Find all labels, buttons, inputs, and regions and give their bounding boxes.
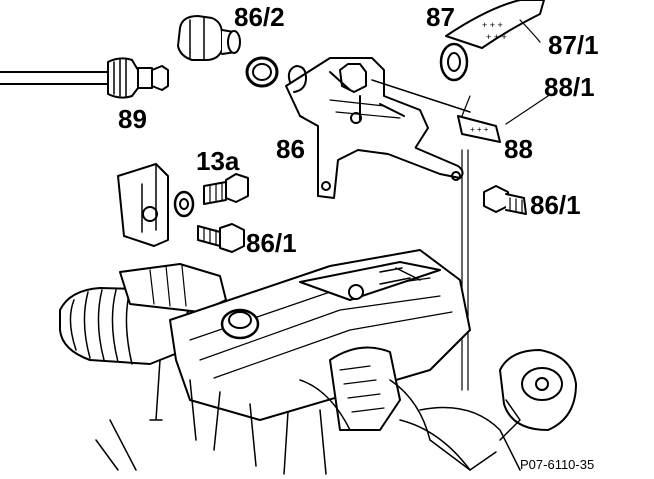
- svg-text:+ + +: + + +: [470, 125, 489, 134]
- throttle-cable-icon: [0, 57, 169, 99]
- mounting-bracket-icon: [285, 57, 471, 199]
- callout-88: 88: [504, 134, 533, 164]
- bolt-icon: [197, 223, 245, 253]
- callout-86: 86: [276, 134, 305, 164]
- callout-86-2: 86/2: [234, 2, 285, 32]
- callout-88-1: 88/1: [544, 72, 595, 102]
- callout-89: 89: [118, 104, 147, 134]
- callout-87: 87: [426, 2, 455, 32]
- cable-clip-icon: + + + + + +: [439, 0, 545, 82]
- mounting-bracket-icon: [117, 163, 169, 247]
- svg-text:+ + +: + + +: [486, 32, 507, 42]
- callout-86-1-right: 86/1: [530, 190, 581, 220]
- bolt-icon: [483, 185, 527, 215]
- callout-86-1-left: 86/1: [246, 228, 297, 258]
- cable-clip-icon: + + +: [457, 95, 549, 391]
- union-nut-icon: [177, 15, 241, 61]
- callout-87-1: 87/1: [548, 30, 599, 60]
- callout-13a: 13a: [196, 146, 240, 176]
- sealing-ring-icon: [245, 56, 279, 88]
- figure-reference-code: P07-6110-35: [520, 457, 595, 472]
- bolt-icon: [203, 173, 249, 205]
- svg-text:+ + +: + + +: [482, 20, 503, 30]
- engine-assembly-icon: [59, 249, 577, 475]
- washer-icon: [173, 190, 195, 218]
